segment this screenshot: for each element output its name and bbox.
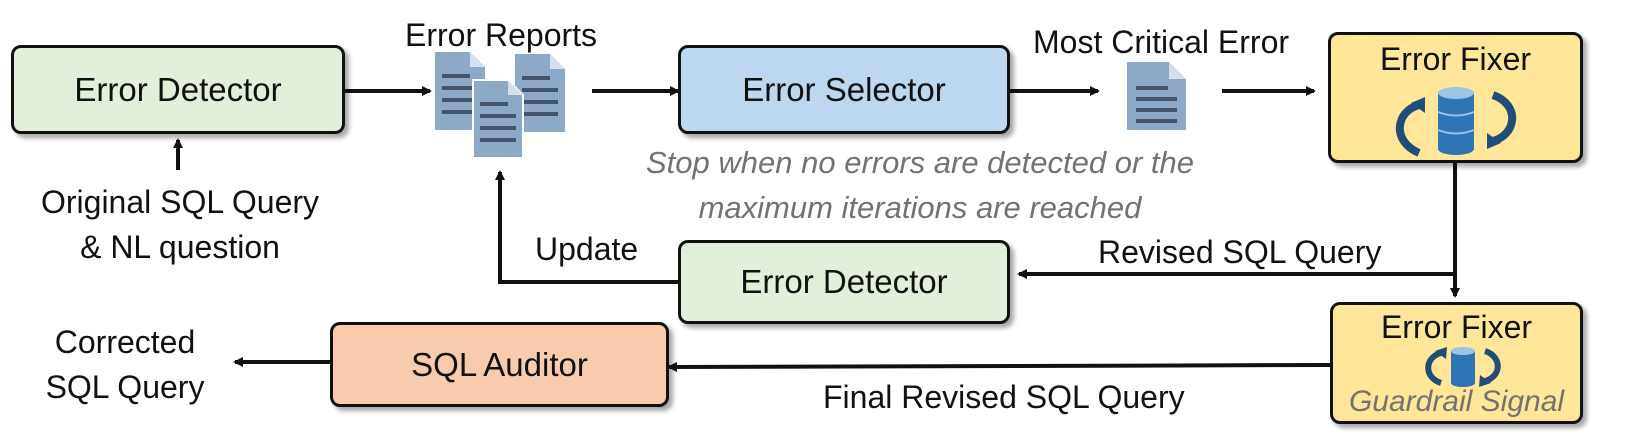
error-detector-mid-label: Error Detector <box>740 263 948 300</box>
stop-condition-note: Stop when no errors are detected or the … <box>646 145 1194 225</box>
error-reports-label: Error Reports <box>405 17 598 53</box>
final-revised-sql-query-label: Final Revised SQL Query <box>823 379 1185 415</box>
error-fixer-bottom-label: Error Fixer <box>1380 309 1533 345</box>
revised-sql-query-label: Revised SQL Query <box>1098 234 1382 270</box>
error-fixer-bottom: Error Fixer Guardrail Signal <box>1330 302 1583 424</box>
corrected-sql-query-label: Corrected SQL Query <box>45 324 205 405</box>
sql-auditor: SQL Auditor <box>330 322 669 407</box>
error-detector-top: Error Detector <box>11 45 345 134</box>
error-selector: Error Selector <box>678 45 1010 134</box>
document-icon <box>472 79 524 159</box>
arrow-final-to-auditor <box>667 361 1331 372</box>
database-icon <box>1425 347 1501 387</box>
error-reports-icon <box>435 52 565 159</box>
guardrail-signal-label: Guardrail Signal <box>1348 385 1565 418</box>
error-fixer-top: Error Fixer <box>1328 32 1583 163</box>
sql-auditor-label: SQL Auditor <box>411 345 588 383</box>
error-selector-label: Error Selector <box>742 70 946 108</box>
cycle-arrows-icon <box>1395 91 1517 157</box>
update-label: Update <box>535 231 639 267</box>
error-detector-mid: Error Detector <box>678 240 1010 324</box>
error-fixer-top-label: Error Fixer <box>1379 41 1532 77</box>
original-query-label: Original SQL Query & NL question <box>40 184 320 265</box>
cycle-arrows-icon <box>1425 348 1501 386</box>
document-icon <box>515 54 565 132</box>
arrow-update-to-reports <box>495 170 678 284</box>
document-icon <box>1127 62 1186 130</box>
database-icon <box>1395 87 1517 157</box>
error-detector-top-label: Error Detector <box>74 70 282 108</box>
most-critical-error-label: Most Critical Error <box>1033 24 1290 60</box>
